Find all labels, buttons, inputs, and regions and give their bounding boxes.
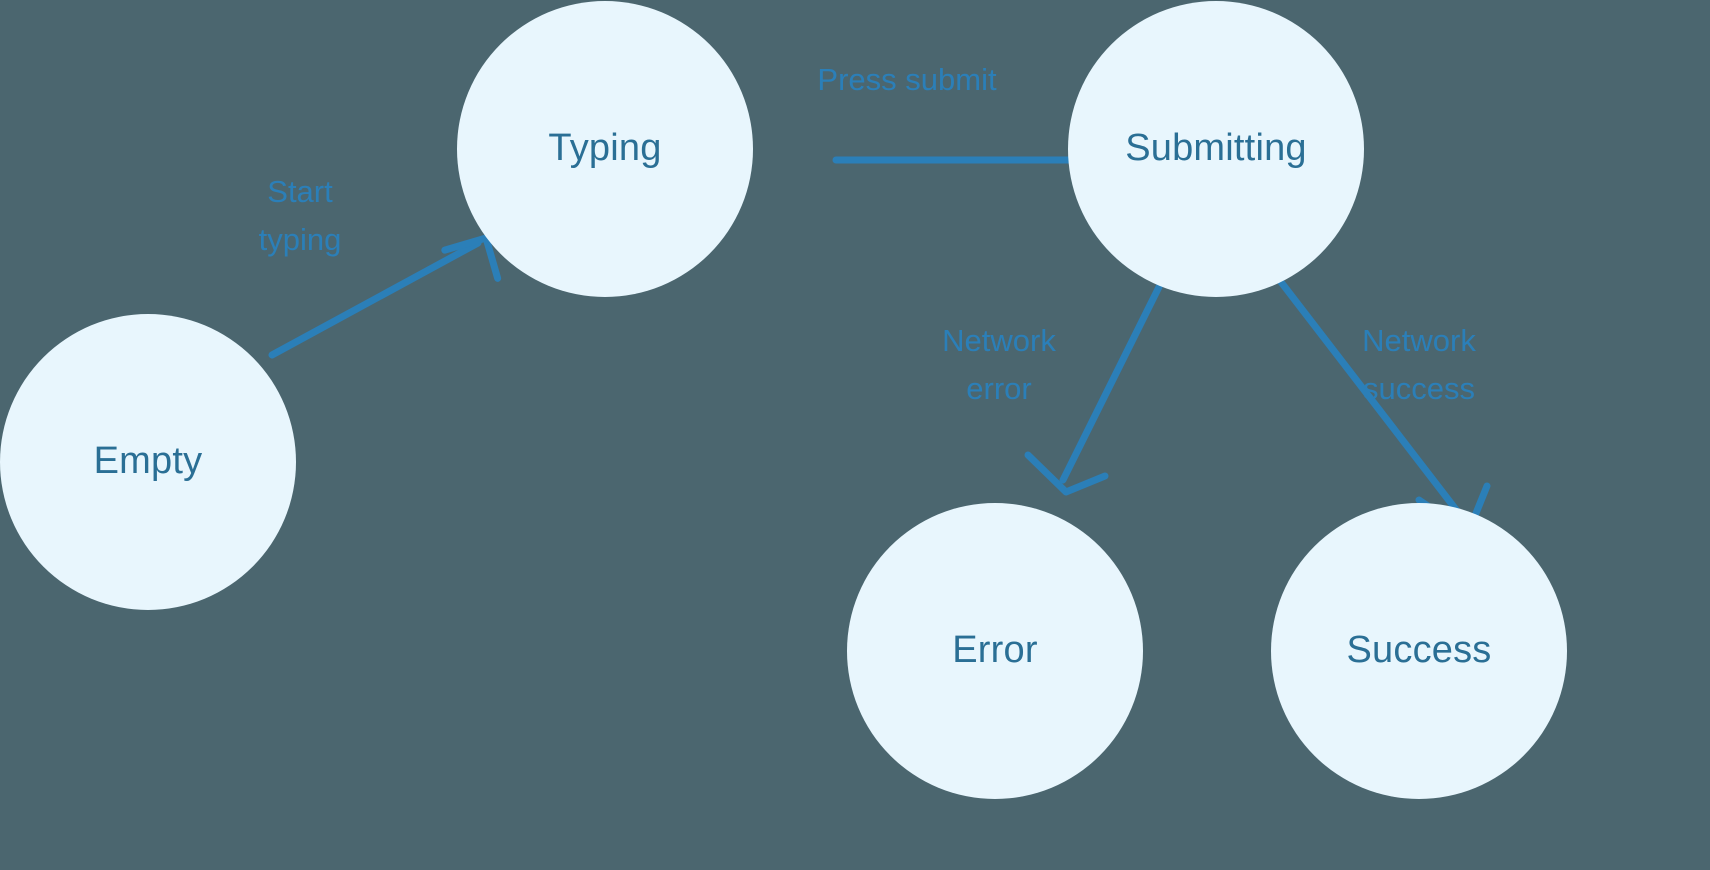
state-node-label: Success — [1346, 629, 1492, 672]
state-node-label: Submitting — [1125, 127, 1307, 170]
edge-submitting-to-error — [1024, 283, 1163, 496]
state-node-label: Error — [952, 629, 1038, 672]
edge-label-start-typing: Start typing — [258, 174, 342, 258]
state-node-label: Typing — [548, 127, 662, 170]
state-node-label: Empty — [93, 440, 203, 483]
state-node-typing[interactable]: Typing — [457, 1, 753, 297]
edge-label-network-error: Network error — [942, 323, 1056, 407]
state-node-empty[interactable]: Empty — [0, 314, 296, 610]
state-node-success[interactable]: Success — [1271, 503, 1567, 799]
edge-label-network-success: Network success — [1362, 323, 1476, 407]
state-node-error[interactable]: Error — [847, 503, 1143, 799]
state-node-submitting[interactable]: Submitting — [1068, 1, 1364, 297]
edge-label-press-submit: Press submit — [817, 62, 997, 97]
